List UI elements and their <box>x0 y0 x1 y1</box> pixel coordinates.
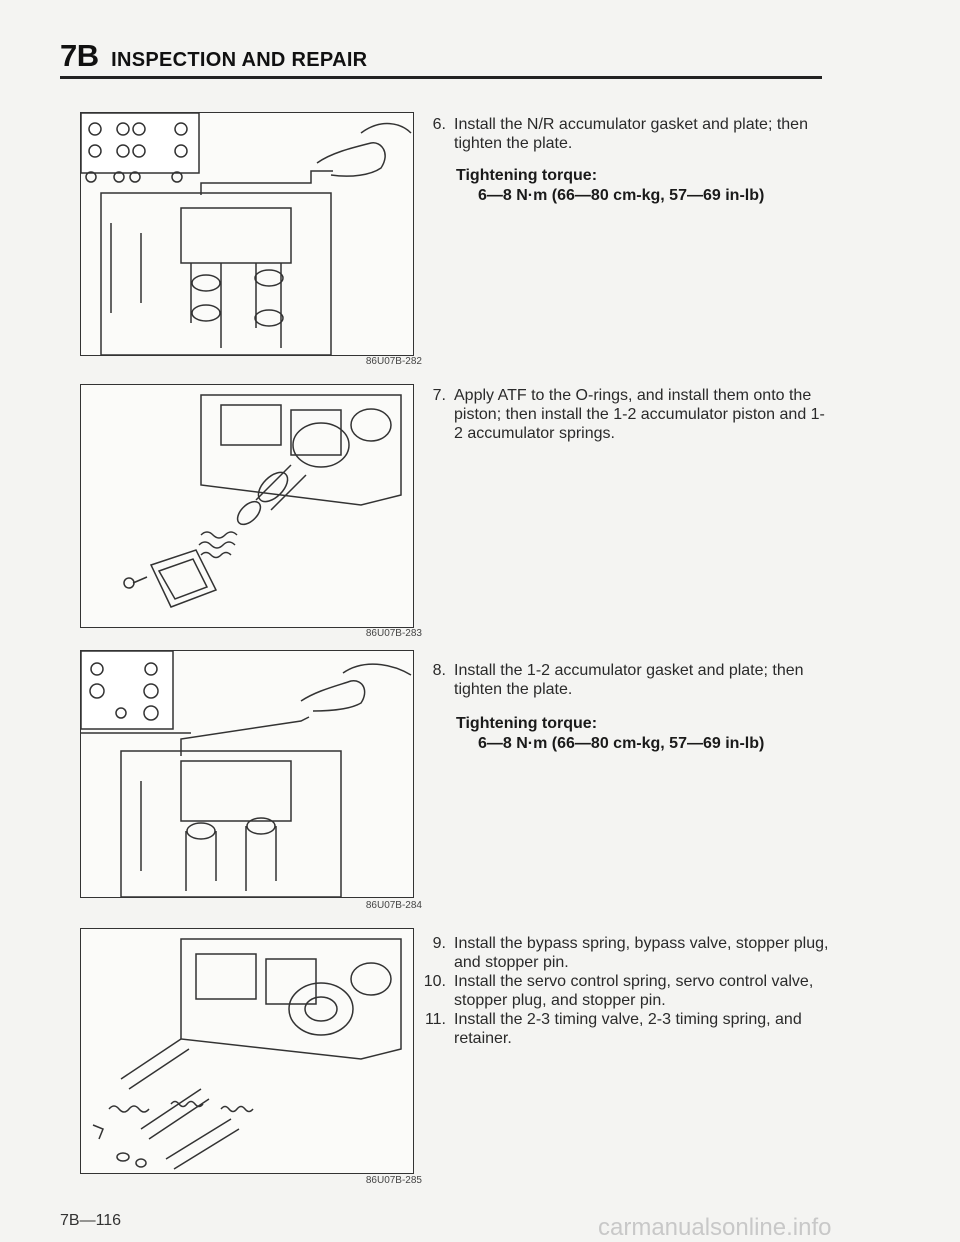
torque-spec-2: Tightening torque: 6—8 N·m (66—80 cm-kg,… <box>456 714 764 754</box>
page-header: 7B INSPECTION AND REPAIR <box>60 38 822 79</box>
step-10: 10. Install the servo control spring, se… <box>420 972 830 1010</box>
figure-2-illustration <box>80 384 414 628</box>
torque-value: 6—8 N·m (66—80 cm-kg, 57—69 in-lb) <box>478 187 765 204</box>
figure-2-caption: 86U07B-283 <box>365 628 422 639</box>
step-6: 6. Install the N/R accumulator gasket an… <box>420 115 830 153</box>
figure-1-illustration <box>80 112 414 356</box>
step-number: 8. <box>432 662 446 679</box>
step-text: Install the 2-3 timing valve, 2-3 timing… <box>454 1011 802 1047</box>
page-number: 7B—116 <box>60 1212 122 1229</box>
figure-1-caption: 86U07B-282 <box>365 356 422 367</box>
section-title: INSPECTION AND REPAIR <box>111 49 368 71</box>
torque-label: Tightening torque: <box>456 715 598 732</box>
step-text: Install the N/R accumulator gasket and p… <box>454 116 808 152</box>
figure-3-caption: 86U07B-284 <box>365 900 422 911</box>
figure-4-illustration <box>80 928 414 1174</box>
step-number: 11. <box>424 1011 446 1028</box>
step-text: Apply ATF to the O-rings, and install th… <box>454 387 825 442</box>
step-number: 6. <box>432 116 446 133</box>
step-7: 7. Apply ATF to the O-rings, and install… <box>420 386 830 443</box>
watermark: carmanualsonline.info <box>598 1214 832 1241</box>
step-text: Install the servo control spring, servo … <box>454 973 814 1009</box>
header-rule <box>60 76 822 79</box>
figure-3-illustration <box>80 650 414 898</box>
torque-value: 6—8 N·m (66—80 cm-kg, 57—69 in-lb) <box>478 735 765 752</box>
torque-spec-1: Tightening torque: 6—8 N·m (66—80 cm-kg,… <box>456 166 764 206</box>
step-text: Install the 1-2 accumulator gasket and p… <box>454 662 804 698</box>
step-number: 7. <box>432 387 446 404</box>
torque-label: Tightening torque: <box>456 167 598 184</box>
step-11: 11. Install the 2-3 timing valve, 2-3 ti… <box>420 1010 830 1048</box>
step-number: 10. <box>423 973 446 990</box>
figure-4-caption: 86U07B-285 <box>365 1175 422 1186</box>
step-number: 9. <box>432 935 446 952</box>
step-9: 9. Install the bypass spring, bypass val… <box>420 934 830 972</box>
section-number: 7B <box>60 38 99 73</box>
step-text: Install the bypass spring, bypass valve,… <box>454 935 829 971</box>
step-8: 8. Install the 1-2 accumulator gasket an… <box>420 661 830 699</box>
